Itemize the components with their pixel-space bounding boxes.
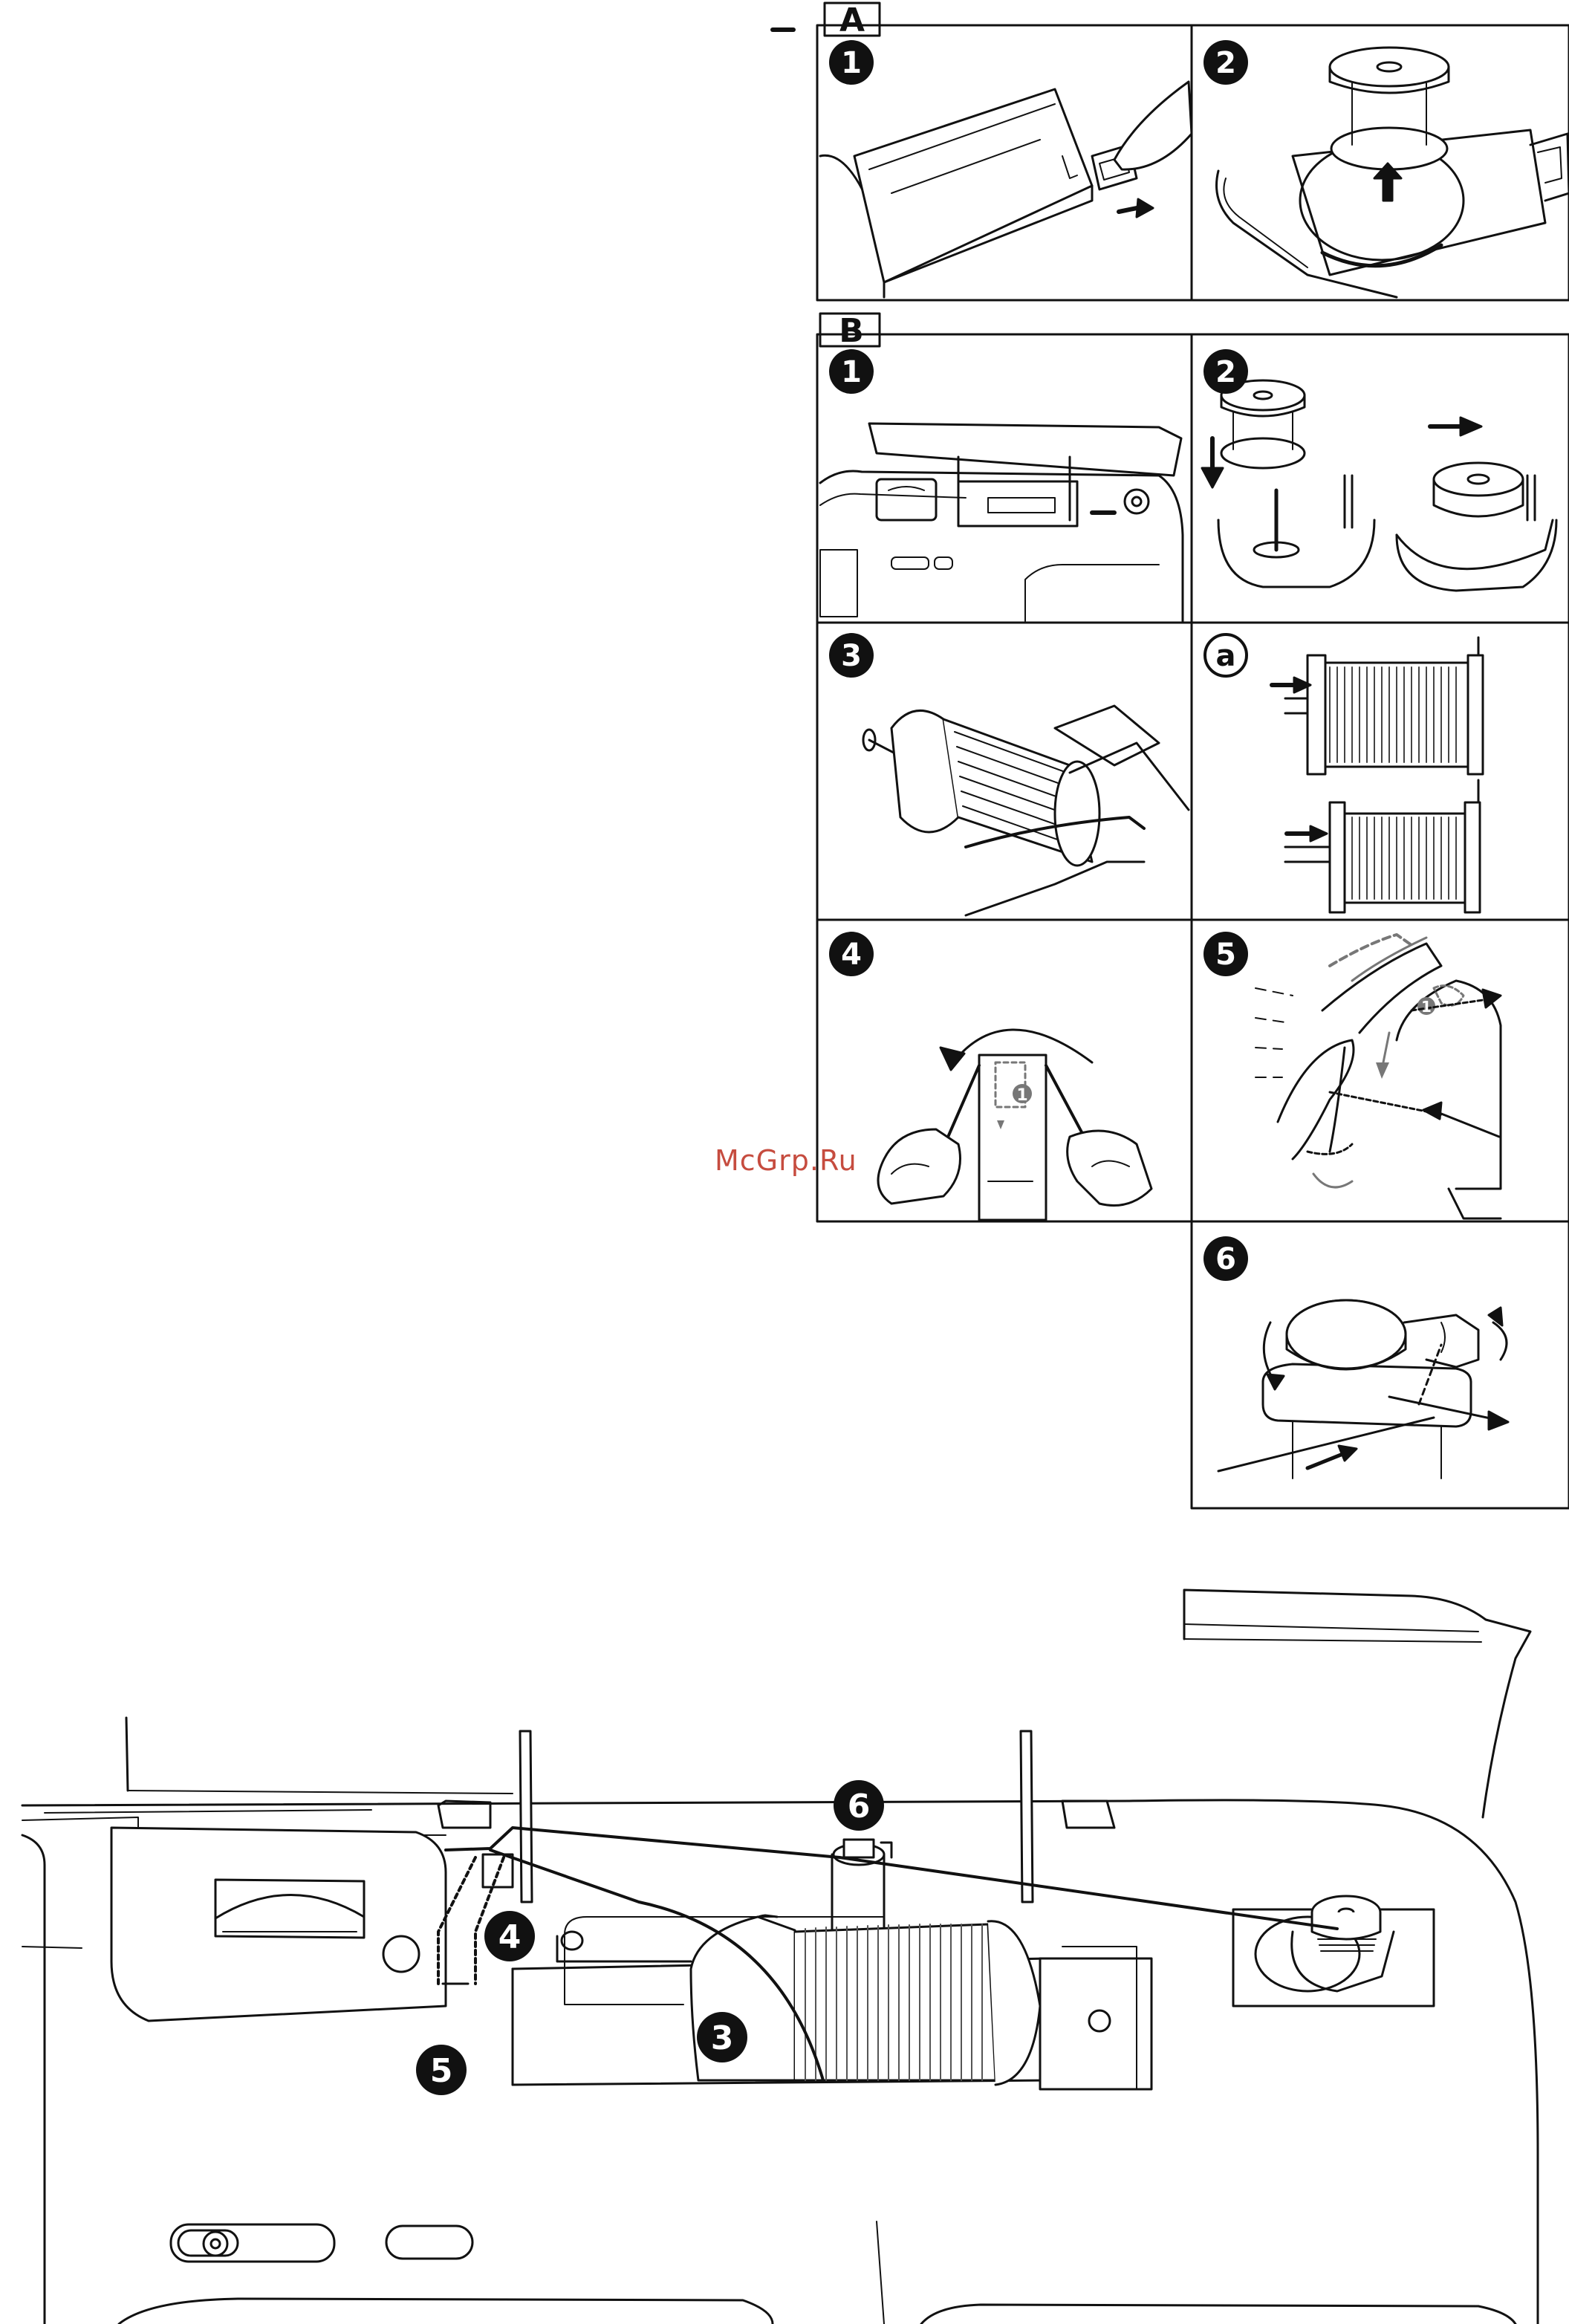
section-b-letter: B [839,312,864,350]
b2-illustration [1202,380,1556,591]
b5-guide-digit: 1 [1421,998,1432,1016]
badge-b1-number: 1 [841,355,862,389]
section-b-label: B [820,312,880,350]
badge-b4-number: 4 [841,938,862,972]
badge-b5-number: 5 [1215,938,1236,972]
b6-illustration [1218,1300,1508,1479]
badge-a1-number: 1 [841,46,862,80]
ba-illustration [1272,637,1483,912]
a2-illustration [1217,48,1569,297]
step-badges: 1 2 1 2 3 a 4 5 6 1 1 6 4 5 3 [416,40,1432,2095]
overview-machine [22,1590,1538,2324]
badge-ba-letter: a [1216,639,1236,673]
b1-illustration [820,423,1183,621]
section-a-label: A [825,1,880,39]
badge-b6-number: 6 [1215,1242,1236,1276]
overview-callout-3: 3 [711,2019,734,2057]
b3-illustration [863,706,1189,915]
b4-plate-digit: 1 [1016,1086,1027,1105]
overview-callout-4: 4 [498,1918,522,1956]
panel-b1 [817,334,1192,623]
section-a-letter: A [839,1,865,39]
badge-b2-number: 2 [1215,355,1236,389]
b4-illustration [878,1030,1151,1220]
b5-illustration [1255,935,1501,1218]
watermark-text: McGrp.Ru [715,1144,857,1177]
badge-b3-number: 3 [841,639,862,673]
panel-b6 [1192,1221,1569,1508]
overview-callout-5: 5 [430,2052,453,2090]
badge-a2-number: 2 [1215,46,1236,80]
overview-callout-6: 6 [848,1788,871,1825]
a1-illustration [820,82,1192,297]
